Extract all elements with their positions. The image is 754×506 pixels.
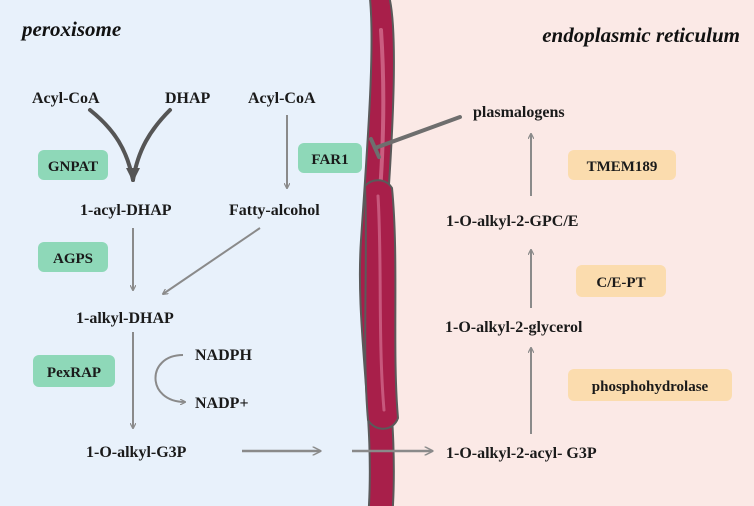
svg-text:TMEM189: TMEM189	[587, 159, 658, 175]
molecule-dhap: DHAP	[165, 90, 211, 107]
arrow-nadph-cycle	[154, 354, 185, 402]
svg-text:C/E-PT: C/E-PT	[596, 275, 645, 291]
svg-text:FAR1: FAR1	[311, 152, 348, 168]
enzyme-cept: C/E-PT	[576, 265, 666, 297]
converging-arrow	[88, 108, 172, 182]
svg-text:GNPAT: GNPAT	[48, 159, 98, 175]
enzyme-pexrap: PexRAP	[33, 355, 115, 387]
enzyme-phosphohydrolase: phosphohydrolase	[568, 369, 732, 401]
molecule-acyl-coa-1: Acyl-CoA	[32, 90, 100, 107]
svg-text:AGPS: AGPS	[53, 251, 93, 267]
molecule-1-o-alkyl-g3p: 1-O-alkyl-G3P	[86, 444, 187, 461]
molecule-1-o-alkyl-2-gpce: 1-O-alkyl-2-GPC/E	[446, 213, 578, 230]
er-region	[382, 0, 754, 506]
enzyme-tmem189: TMEM189	[568, 150, 676, 180]
molecule-1-o-alkyl-2-acyl-g3p: 1-O-alkyl-2-acyl- G3P	[446, 445, 597, 462]
svg-text:phosphohydrolase: phosphohydrolase	[592, 379, 709, 395]
svg-text:PexRAP: PexRAP	[47, 365, 101, 381]
molecule-1-o-alkyl-2-glycerol: 1-O-alkyl-2-glycerol	[445, 319, 583, 336]
molecule-nadph: NADPH	[195, 347, 252, 364]
enzyme-agps: AGPS	[38, 242, 108, 272]
peroxisome-label: peroxisome	[20, 17, 121, 41]
molecule-1-alkyl-dhap: 1-alkyl-DHAP	[76, 310, 174, 327]
er-label: endoplasmic reticulum	[542, 23, 740, 47]
er-membrane-short	[363, 179, 400, 430]
arrow-fattyalcohol-to-alkyl	[163, 227, 261, 294]
molecule-nadp: NADP+	[195, 395, 249, 412]
inhibition-line	[369, 115, 462, 159]
molecule-acyl-coa-2: Acyl-CoA	[248, 90, 316, 107]
enzyme-gnpat: GNPAT	[38, 150, 108, 180]
molecule-1-acyl-dhap: 1-acyl-DHAP	[80, 202, 172, 219]
enzyme-far1: FAR1	[298, 143, 362, 173]
converging-arrowhead	[126, 168, 140, 182]
molecule-fatty-alcohol: Fatty-alcohol	[229, 202, 320, 219]
molecule-plasmalogens: plasmalogens	[473, 104, 565, 121]
